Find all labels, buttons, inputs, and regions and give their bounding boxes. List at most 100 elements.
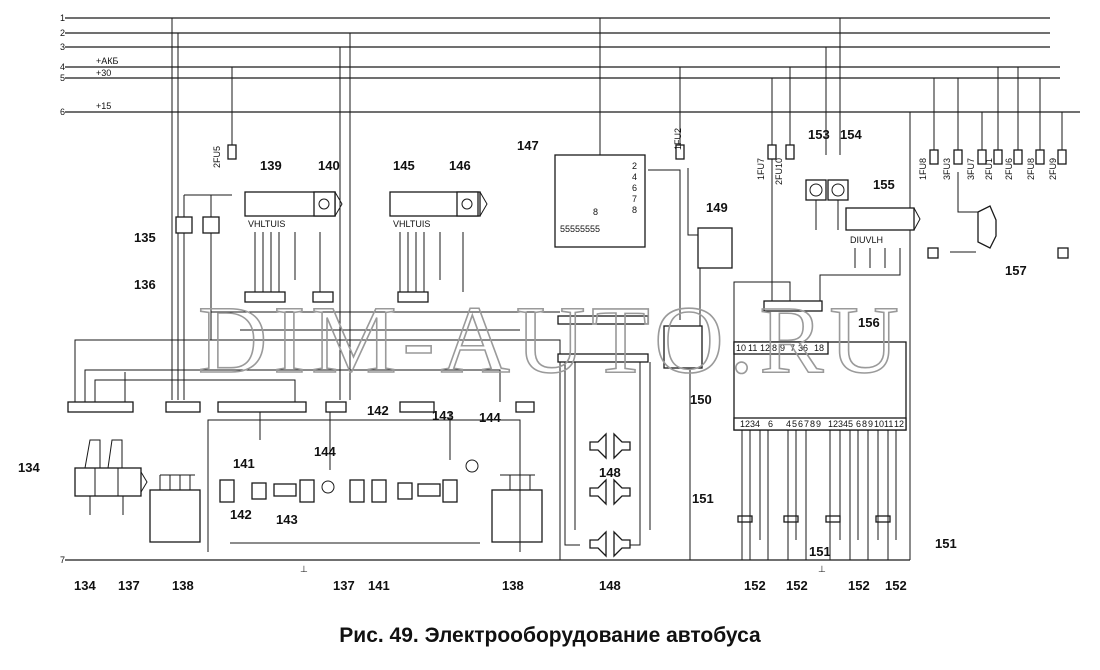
fuse-label-2fu9: 2FU9	[1048, 158, 1058, 180]
block-155: DIUVLH	[845, 207, 921, 268]
block-156-pin-11: 11	[748, 343, 757, 353]
label-151-b: 151	[809, 544, 831, 559]
component-150	[663, 325, 703, 369]
block-145: VHLTUIS	[389, 191, 488, 292]
fuse-label-2fu1: 2FU1	[984, 158, 994, 180]
fuse-label-1fu8: 1FU8	[918, 158, 928, 180]
fuse-label-1fu7: 1FU7	[756, 158, 766, 180]
block-156-pin-9: 9	[780, 343, 785, 353]
block-156-bottom-6b: 6	[856, 419, 861, 429]
wiring-diagram-svg: 1 2 3 4 5 6 7 +АКБ +30 +15 ⊥ ⊥	[18, 13, 1080, 593]
bus-num-4: 4	[60, 62, 65, 72]
label-137-a: 137	[118, 578, 140, 593]
label-152-b: 152	[786, 578, 808, 593]
block-156-bottom-1234: 1234	[740, 419, 760, 429]
component-134	[74, 439, 148, 515]
bus-num-1: 1	[60, 13, 65, 23]
label-143-b: 143	[432, 408, 454, 423]
block-156-pin-36: 36	[798, 343, 808, 353]
block-156-pin-10: 10	[736, 343, 746, 353]
block-156-bottom-12: 12	[894, 419, 904, 429]
block-147-row-pins: 55555555	[560, 224, 600, 234]
component-labels: 134 134 135 136 137 137 138 138 139 140 …	[18, 127, 1027, 593]
bus-label-15: +15	[96, 101, 111, 111]
label-137-b: 137	[333, 578, 355, 593]
label-149: 149	[706, 200, 728, 215]
label-145: 145	[393, 158, 415, 173]
fuse-2fu10	[785, 144, 795, 160]
component-138	[149, 474, 543, 543]
label-148-b: 148	[599, 578, 621, 593]
label-155: 155	[873, 177, 895, 192]
ground-symbol: ⊥	[300, 564, 308, 574]
label-156: 156	[858, 315, 880, 330]
label-141-b: 141	[368, 578, 390, 593]
label-148-a: 148	[599, 465, 621, 480]
component-149	[697, 227, 733, 269]
block-156-pin-18: 18	[814, 343, 824, 353]
block-156-bottom-11: 11	[884, 419, 893, 429]
block-156-pin-12: 12	[760, 343, 770, 353]
block-147-side-6: 6	[632, 183, 637, 193]
block-156-bottom-9: 9	[816, 419, 821, 429]
block-156-bottom-4: 4	[786, 419, 791, 429]
component-138-left	[149, 489, 201, 543]
block-156-bottom-8: 8	[810, 419, 815, 429]
fuse-label-1fu2: 1FU2	[673, 128, 683, 150]
label-138-a: 138	[172, 578, 194, 593]
fuses: 2FU5 1FU2 1FU7 2FU10 1FU8 3FU3 3FU7 2FU1…	[212, 128, 1067, 185]
lamp-cluster-151-152	[737, 430, 897, 560]
block-139-pins: VHLTUIS	[248, 219, 285, 229]
block-156-bottom-7: 7	[804, 419, 809, 429]
block-147-side-2: 2	[632, 161, 637, 171]
label-154: 154	[840, 127, 862, 142]
label-134-a: 134	[18, 460, 40, 475]
bus-label-akb: +АКБ	[96, 56, 119, 66]
label-152-c: 152	[848, 578, 870, 593]
label-147: 147	[517, 138, 539, 153]
fuse-label-2fu8: 2FU8	[1026, 158, 1036, 180]
label-152-d: 152	[885, 578, 907, 593]
connector-row-lower	[67, 339, 561, 560]
fuse-2fu5	[227, 144, 237, 160]
fuse-label-2fu6: 2FU6	[1004, 158, 1014, 180]
block-147-top-pin: 8	[593, 207, 598, 217]
label-134-b: 134	[74, 578, 96, 593]
fuse-3fu7	[977, 149, 987, 165]
block-139: VHLTUIS	[244, 191, 343, 292]
relay-cluster-left	[207, 419, 521, 552]
block-156-bottom-6a: 6	[768, 419, 773, 429]
label-151-a: 151	[692, 491, 714, 506]
lamps-153-154	[805, 179, 849, 230]
block-156-bottom-12345: 12345	[828, 419, 853, 429]
bus-label-30: +30	[96, 68, 111, 78]
label-142-a: 142	[230, 507, 252, 522]
fuse-2fu6	[1013, 149, 1023, 165]
connector-row-upper	[211, 291, 560, 331]
fuse-2fu1	[993, 149, 1003, 165]
fuse-3fu3	[953, 149, 963, 165]
label-141-a: 141	[233, 456, 255, 471]
block-156-pin-8: 8	[772, 343, 777, 353]
bus-num-5: 5	[60, 73, 65, 83]
block-156-bottom-10: 10	[874, 419, 884, 429]
fuse-label-3fu3: 3FU3	[942, 158, 952, 180]
block-156-bottom-9b: 9	[868, 419, 873, 429]
fuse-label-2fu10: 2FU10	[774, 158, 784, 185]
fuse-2fu9	[1057, 149, 1067, 165]
block-145-pins: VHLTUIS	[393, 219, 430, 229]
label-143-a: 143	[276, 512, 298, 527]
bus-num-3: 3	[60, 42, 65, 52]
label-140: 140	[318, 158, 340, 173]
bus-num-6: 6	[60, 107, 65, 117]
block-156-bottom-8b: 8	[862, 419, 867, 429]
fuse-label-3fu7: 3FU7	[966, 158, 976, 180]
label-144-a: 144	[314, 444, 336, 459]
speakers-148	[589, 432, 631, 558]
block-147-side-7: 7	[632, 194, 637, 204]
label-139: 139	[260, 158, 282, 173]
label-144-b: 144	[479, 410, 501, 425]
bus-num-7: 7	[60, 555, 65, 565]
block-156-bottom-6: 6	[798, 419, 803, 429]
